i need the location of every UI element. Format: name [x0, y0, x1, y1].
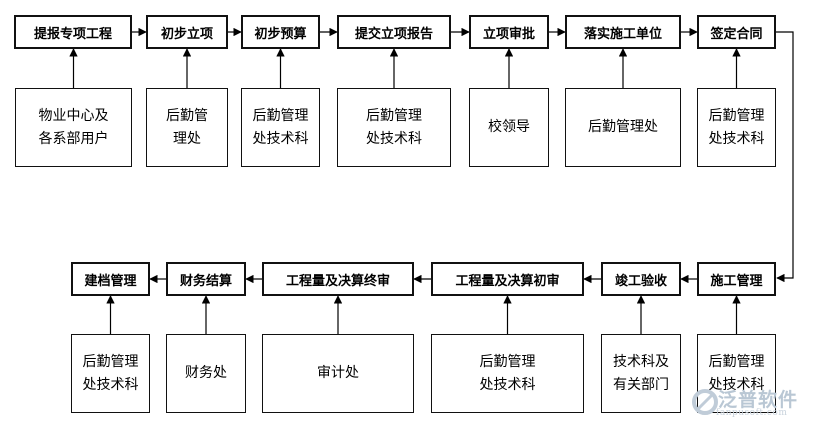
step-label: 立项审批 [482, 26, 535, 42]
step-label: 建档管理 [84, 273, 137, 289]
step-box: 财务结算 [166, 262, 246, 296]
step-box: 立项审批 [469, 15, 549, 49]
department-box: 后勤管理 处技术科 [431, 334, 584, 413]
department-box: 技术科及 有关部门 [601, 334, 681, 413]
step-label: 提报专项工程 [33, 26, 112, 42]
step-box: 竣工验收 [601, 262, 681, 296]
department-box: 财务处 [166, 334, 246, 413]
department-box: 后勤管理 处技术科 [71, 334, 150, 413]
step-label: 初步立项 [160, 26, 213, 42]
watermark-logo: 泛普软件 fanpusoft.com [690, 383, 815, 423]
wrap-flow-arrow [776, 31, 794, 283]
department-box: 后勤管理 处技术科 [697, 334, 776, 413]
department-box: 物业中心及 各系部用户 [15, 88, 132, 167]
step-box: 建档管理 [71, 262, 150, 296]
department-label: 审计处 [317, 365, 359, 381]
step-label: 竣工验收 [614, 273, 667, 289]
step-label: 落实施工单位 [583, 26, 662, 42]
department-label: 后勤管理 处技术科 [708, 107, 765, 147]
step-label: 施工管理 [710, 273, 763, 289]
step-box: 工程量及决算终审 [262, 262, 414, 296]
step-box: 签定合同 [697, 15, 776, 49]
department-box: 校领导 [469, 88, 549, 167]
department-label: 后勤管 理处 [166, 107, 208, 147]
department-label: 物业中心及 各系部用户 [38, 107, 109, 147]
department-box: 审计处 [262, 334, 414, 413]
department-box: 后勤管 理处 [146, 88, 228, 167]
department-label: 后勤管理 处技术科 [479, 353, 536, 393]
department-label: 后勤管理 处技术科 [252, 107, 309, 147]
step-label: 签定合同 [710, 26, 763, 42]
department-label: 财务处 [185, 365, 227, 381]
step-box: 落实施工单位 [565, 15, 681, 49]
step-label: 财务结算 [179, 273, 232, 289]
department-box: 后勤管理 处技术科 [697, 88, 776, 167]
department-label: 后勤管理 处技术科 [708, 353, 765, 393]
step-box: 施工管理 [697, 262, 776, 296]
step-label: 提交立项报告 [354, 26, 433, 42]
step-label: 初步预算 [254, 26, 307, 42]
step-box: 提交立项报告 [337, 15, 451, 49]
department-label: 后勤管理 处技术科 [82, 353, 139, 393]
step-box: 提报专项工程 [14, 15, 132, 49]
department-box: 后勤管理处 [565, 88, 681, 167]
step-label: 工程量及决算终审 [285, 273, 390, 289]
department-box: 后勤管理 处技术科 [337, 88, 451, 167]
department-label: 后勤管理处 [588, 119, 658, 135]
watermark-mark-icon [692, 389, 718, 415]
department-label: 校领导 [488, 119, 530, 135]
step-box: 初步预算 [241, 15, 320, 49]
department-label: 技术科及 有关部门 [613, 353, 669, 393]
step-box: 工程量及决算初审 [431, 262, 584, 296]
department-label: 后勤管理 处技术科 [366, 107, 422, 147]
watermark-url: fanpusoft.com [716, 408, 788, 418]
step-box: 初步立项 [146, 15, 228, 49]
step-label: 工程量及决算初审 [455, 273, 560, 289]
department-box: 后勤管理 处技术科 [241, 88, 320, 167]
watermark-name: 泛普软件 [718, 389, 799, 411]
